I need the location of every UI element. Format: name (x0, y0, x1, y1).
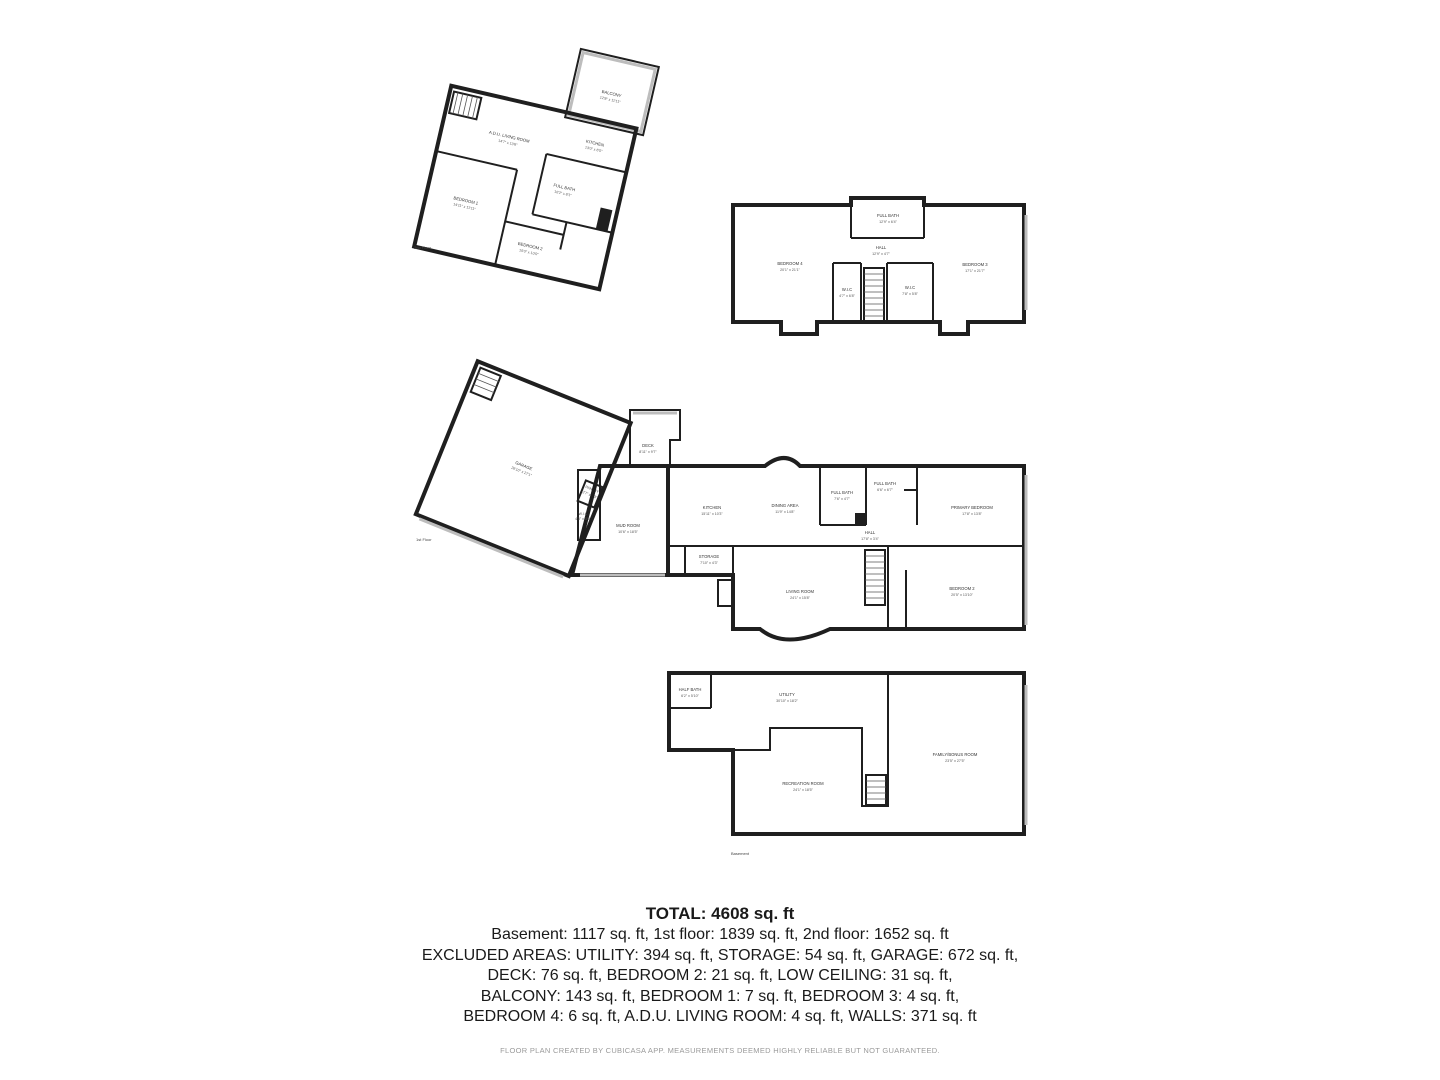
adu-outline (411, 83, 639, 292)
utility-dim: 30'10" x 18'2" (776, 699, 798, 703)
wic-small-dim: 4'3" x 3'9" (575, 517, 591, 521)
deck-dim: 8'11" x 9'7" (639, 450, 657, 454)
disclaimer-footer: FLOOR PLAN CREATED BY CUBICASA APP. MEAS… (500, 1046, 940, 1055)
bedroom-4-label: BEDROOM 4 (777, 261, 803, 266)
wic-left-dim: 4'7" x 6'8" (839, 294, 855, 298)
bedroom-4-dim: 20'1" x 21'1" (780, 268, 800, 272)
kitchen-label: KITCHEN (703, 505, 721, 510)
deck-outline (629, 409, 681, 467)
pantry-dim: 2'7" x 3'3" (582, 490, 599, 500)
mud-room-label: MUD ROOM (616, 523, 640, 528)
main-second-floor-plan: FULL BATH 12'9" x 6'4" HALL 12'9" x 4'7"… (731, 196, 1028, 336)
upper-stairs (863, 267, 885, 323)
first-floor-label: 1st Floor (416, 537, 432, 542)
summary-line-1: Basement: 1117 sq. ft, 1st floor: 1839 s… (491, 926, 949, 943)
main-stairs (864, 549, 886, 606)
family-room-dim: 23'5" x 27'5" (945, 759, 965, 763)
basement-label: Basement (731, 851, 750, 856)
balcony-dim: 12'8" x 11'11" (599, 96, 621, 105)
summary-line-5: BEDROOM 4: 6 sq. ft, A.D.U. LIVING ROOM:… (463, 1008, 977, 1025)
full-bath-a-label: FULL BATH (831, 490, 853, 495)
family-room-label: FAMILY/BONUS ROOM (933, 752, 978, 757)
balcony-outline (563, 47, 661, 137)
upper-floor-outline (731, 196, 1026, 336)
second-floor-label: 2nd Floor (414, 245, 432, 250)
living-room-dim: 24'1" x 15'8" (790, 596, 810, 600)
wic-right-label: W.I.C (905, 285, 915, 290)
summary-line-2: EXCLUDED AREAS: UTILITY: 394 sq. ft, STO… (421, 946, 1019, 964)
upper-hall-label: HALL (876, 245, 887, 250)
recreation-room-label: RECREATION ROOM (782, 781, 824, 786)
adu-bedroom-2-label: BEDROOM 2 (517, 241, 543, 252)
adu-full-bath-dim: 10'2" x 8'1" (554, 190, 573, 198)
dining-area-label: DINING AREA (772, 503, 799, 508)
bedroom-2-label: BEDROOM 2 (949, 586, 975, 591)
storage-dim: 7'10" x 4'3" (700, 561, 718, 565)
utility-label: UTILITY (779, 692, 795, 697)
recreation-room-dim: 24'1" x 18'5" (793, 788, 813, 792)
half-bath-label: HALF BATH (679, 687, 702, 692)
hall-label: HALL (865, 530, 876, 535)
wic-left-label: W.I.C (842, 287, 852, 292)
main-first-floor-plan: DECK 8'11" x 9'7" MUD ROOM 10'6" x 18'5"… (569, 409, 1028, 642)
adu-second-floor-plan: BALCONY 12'8" x 11'11" A.D.U. LIVING ROO… (411, 47, 661, 292)
dining-area-dim: 11'9" x 14'8" (775, 510, 795, 514)
bedroom-3-label: BEDROOM 3 (962, 262, 988, 267)
bedroom-1-label: BEDROOM 1 (453, 195, 479, 206)
full-bath-b-dim: 6'6" x 6'7" (877, 488, 893, 492)
hall-dim: 17'8" x 3'4" (861, 537, 879, 541)
storage-label: STORAGE (699, 554, 720, 559)
full-bath-b-label: FULL BATH (874, 481, 896, 486)
main-floor-outline (666, 456, 1026, 642)
basement-stairs (865, 774, 887, 806)
adu-kitchen-dim: 13'0" x 6'5" (585, 145, 604, 153)
summary-line-3: DECK: 76 sq. ft, BEDROOM 2: 21 sq. ft, L… (487, 967, 953, 984)
garage-label: GARAGE (515, 460, 534, 471)
total-area: TOTAL: 4608 sq. ft (645, 904, 795, 923)
upper-full-bath-label: FULL BATH (877, 213, 899, 218)
upper-full-bath-dim: 12'9" x 6'4" (879, 220, 897, 224)
garage-stairs (469, 366, 503, 402)
adu-bedroom-2-dim: 10'0" x 10'0" (519, 248, 540, 256)
floor-plan-drawing: BALCONY 12'8" x 11'11" A.D.U. LIVING ROO… (411, 47, 1028, 856)
half-bath-dim: 6'2" x 5'10" (681, 694, 699, 698)
wic-right-dim: 7'8" x 5'8" (902, 292, 918, 296)
full-bath-a-dim: 7'6" x 4'7" (834, 497, 850, 501)
bedroom-1-dim: 14'11" x 11'11" (453, 202, 477, 211)
kitchen-dim: 15'11" x 10'3" (701, 512, 723, 516)
adu-living-room-dim: 14'7" x 13'6" (498, 139, 519, 147)
upper-hall-dim: 12'9" x 4'7" (872, 252, 890, 256)
balcony-label: BALCONY (601, 89, 622, 98)
bedroom-2-dim: 20'5" x 13'10" (951, 593, 973, 597)
summary-line-4: BALCONY: 143 sq. ft, BEDROOM 1: 7 sq. ft… (480, 987, 960, 1005)
deck-label: DECK (642, 443, 654, 448)
mud-room-dim: 10'6" x 18'5" (618, 530, 638, 534)
primary-bedroom-dim: 17'8" x 13'8" (962, 512, 982, 516)
adu-kitchen-label: KITCHEN (586, 139, 605, 148)
basement-outline (667, 671, 1026, 836)
primary-bedroom-label: PRIMARY BEDROOM (951, 505, 993, 510)
living-room-label: LIVING ROOM (786, 589, 814, 594)
wic-small-label: W.I.C (579, 512, 588, 516)
area-summary: TOTAL: 4608 sq. ft Basement: 1117 sq. ft… (0, 903, 1440, 1028)
adu-stairs (447, 90, 483, 121)
basement-plan: HALF BATH 6'2" x 5'10" UTILITY 30'10" x … (667, 671, 1028, 836)
bedroom-3-dim: 17'1" x 21'7" (965, 269, 985, 273)
adu-full-bath-label: FULL BATH (553, 182, 576, 192)
